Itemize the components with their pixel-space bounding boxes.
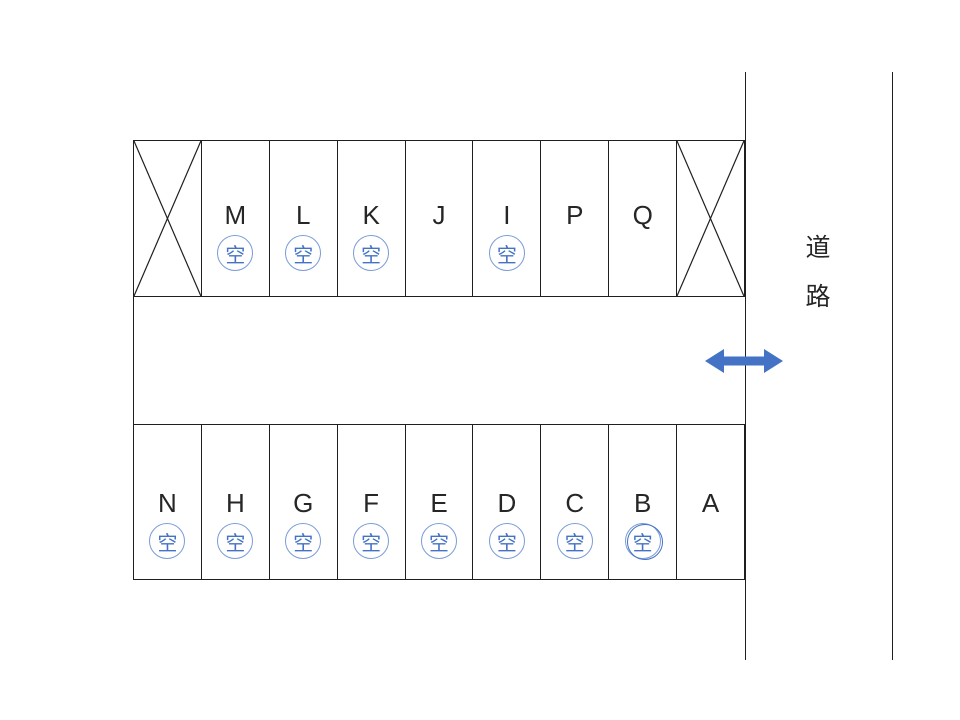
space-label: N xyxy=(158,488,177,518)
vacancy-badge: 空 xyxy=(353,523,390,559)
space-label: P xyxy=(566,200,584,230)
vacancy-badge: 空 xyxy=(556,523,593,559)
road-line-far xyxy=(892,72,893,660)
road-label-char-1: 道 xyxy=(805,234,831,262)
space-label: J xyxy=(432,200,446,230)
space-label: F xyxy=(363,488,380,518)
blocked-space xyxy=(677,141,744,296)
space-label: M xyxy=(224,200,247,230)
parking-space-Q: Q xyxy=(609,141,678,296)
road-label: 道 路 xyxy=(793,224,843,322)
space-label: L xyxy=(295,200,311,230)
vacancy-badge: 空 xyxy=(624,523,663,560)
blocked-space xyxy=(134,141,202,296)
vacancy-badge: 空 xyxy=(488,235,525,271)
space-label: H xyxy=(225,488,245,518)
road-label-char-2: 路 xyxy=(805,283,831,311)
vacancy-badge: 空 xyxy=(488,523,525,559)
parking-space-A: A xyxy=(677,425,744,579)
vacancy-badge: 空 xyxy=(285,235,322,271)
vacancy-badge: 空 xyxy=(217,235,254,271)
aisle-left-boundary-line xyxy=(133,296,134,425)
vacancy-badge: 空 xyxy=(217,523,254,559)
space-label: I xyxy=(503,200,511,230)
space-label: Q xyxy=(632,200,653,230)
road-line-near xyxy=(745,72,746,660)
entrance-arrow-icon xyxy=(705,349,783,373)
space-label: K xyxy=(362,200,380,230)
vacancy-badge: 空 xyxy=(285,523,322,559)
parking-space-P: P xyxy=(541,141,610,296)
space-label: D xyxy=(497,488,517,518)
space-label: E xyxy=(430,488,448,518)
space-label: A xyxy=(701,488,720,518)
vacancy-badge: 空 xyxy=(149,523,186,559)
vacancy-badge: 空 xyxy=(353,235,390,271)
cross-out-icon xyxy=(134,141,201,296)
vacancy-badge: 空 xyxy=(421,523,457,559)
space-label: G xyxy=(293,488,314,518)
cross-out-icon xyxy=(677,141,744,296)
space-label: C xyxy=(565,488,585,518)
space-label: B xyxy=(634,488,652,518)
parking-space-J: J xyxy=(406,141,474,296)
